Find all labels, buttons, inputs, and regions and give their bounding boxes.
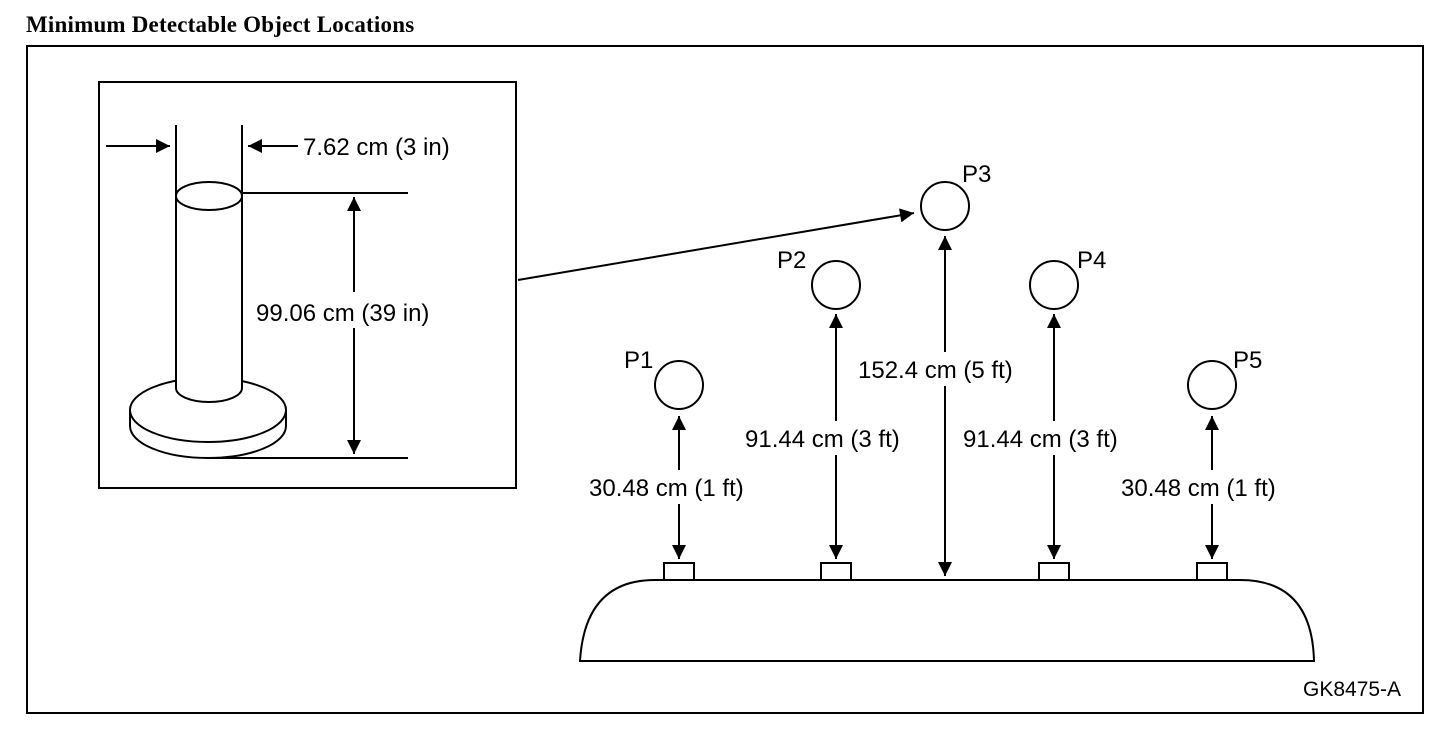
position-p2: P2 91.44 cm (3 ft) xyxy=(741,247,927,559)
height-label: 99.06 cm (39 in) xyxy=(256,300,429,327)
position-id-p5: P5 xyxy=(1233,347,1262,374)
distance-label-p3: 152.4 cm (5 ft) xyxy=(858,357,1013,384)
object-p4 xyxy=(1029,260,1079,310)
object-p5 xyxy=(1187,360,1237,410)
distance-label-p1: 30.48 cm (1 ft) xyxy=(589,475,744,502)
distance-label-p2: 91.44 cm (3 ft) xyxy=(745,426,900,453)
object-p3 xyxy=(920,181,970,231)
inset-frame xyxy=(98,81,517,489)
position-id-p4: P4 xyxy=(1077,247,1106,274)
distance-label-p5: 30.48 cm (1 ft) xyxy=(1121,475,1276,502)
sensor-p5 xyxy=(1196,562,1228,581)
outer-frame xyxy=(26,45,1424,714)
sensor-p2 xyxy=(820,562,852,581)
object-p2 xyxy=(811,260,861,310)
position-id-p1: P1 xyxy=(624,347,653,374)
leader-arrow-to-p3 xyxy=(517,208,915,281)
sensor-p4 xyxy=(1038,562,1070,581)
figure-reference: GK8475-A xyxy=(1303,678,1401,701)
position-id-p2: P2 xyxy=(777,247,806,274)
object-p1 xyxy=(654,360,704,410)
position-p4: P4 91.44 cm (3 ft) xyxy=(959,247,1145,559)
pole-top xyxy=(175,181,243,211)
figure-title: Minimum Detectable Object Locations xyxy=(26,12,415,37)
position-p3: P3 152.4 cm (5 ft) xyxy=(854,161,1038,576)
distance-label-p4: 91.44 cm (3 ft) xyxy=(963,426,1118,453)
sensor-p1 xyxy=(663,562,695,581)
inset-detail: 7.62 cm (3 in) 99.06 cm (39 in) xyxy=(98,81,517,489)
position-p1: P1 30.48 cm (1 ft) xyxy=(584,347,770,559)
position-p5: P5 30.48 cm (1 ft) xyxy=(1117,347,1303,559)
pole-body xyxy=(175,196,243,403)
position-id-p3: P3 xyxy=(962,161,991,188)
diameter-label: 7.62 cm (3 in) xyxy=(303,134,450,161)
vehicle-bumper xyxy=(578,579,1316,662)
